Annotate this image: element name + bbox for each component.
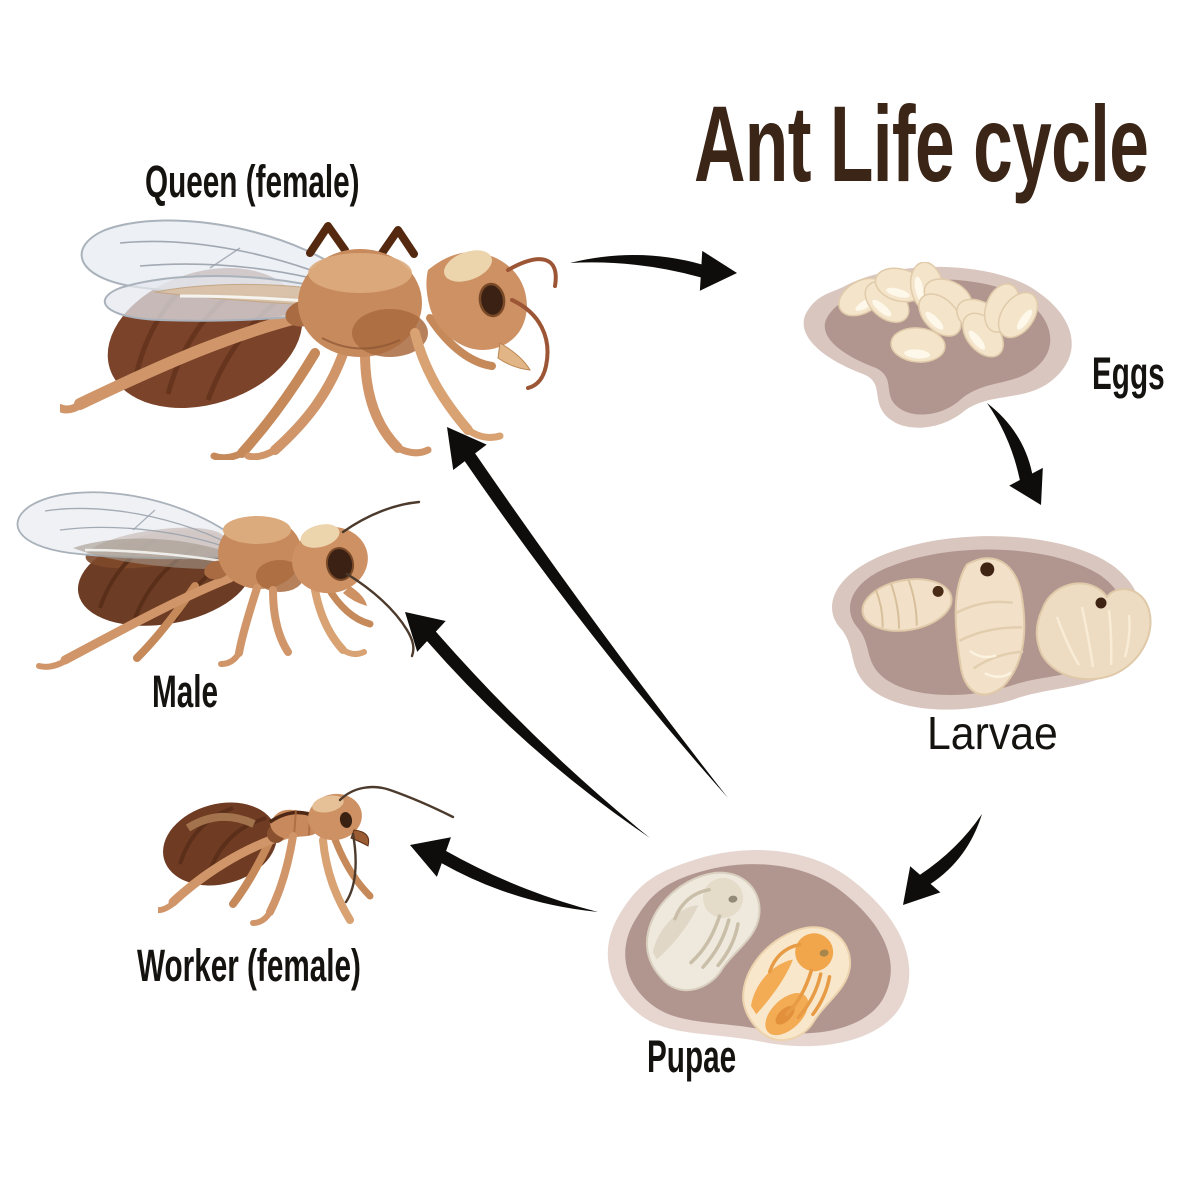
queen-antennae xyxy=(506,257,558,390)
queen-eye xyxy=(478,282,506,318)
worker-legs xyxy=(250,830,374,926)
male-hind-legs xyxy=(36,573,235,670)
pupa-orange xyxy=(742,926,851,1042)
label-queen: Queen (female) xyxy=(145,156,360,207)
queen-front-legs xyxy=(410,314,504,442)
label-pupae: Pupae xyxy=(647,1031,737,1082)
label-worker: Worker (female) xyxy=(137,940,361,991)
larva-curled xyxy=(1035,582,1152,681)
pupa-white xyxy=(646,871,761,992)
male-ant-illustration xyxy=(16,491,421,670)
eggs-illustration xyxy=(803,262,1072,428)
arrow-pupae-to-worker xyxy=(410,837,598,912)
arrow-queen-to-eggs xyxy=(570,250,737,291)
queen-ant-illustration xyxy=(60,219,558,460)
larvae-illustration xyxy=(832,536,1152,710)
label-larvae: Larvae xyxy=(927,707,1058,759)
queen-head xyxy=(426,250,531,371)
queen-wing-bases xyxy=(306,222,418,260)
label-eggs: Eggs xyxy=(1092,348,1165,399)
male-thorax xyxy=(218,516,304,592)
larva-middle xyxy=(954,557,1026,696)
egg-cluster xyxy=(838,262,1039,363)
worker-ant-illustration xyxy=(158,785,455,926)
diagram-title: Ant Life cycle xyxy=(693,83,1149,204)
worker-antennae xyxy=(338,785,455,904)
pupae-illustration xyxy=(607,850,910,1047)
queen-legs xyxy=(244,343,432,460)
label-male: Male xyxy=(152,666,219,717)
arrow-eggs-to-larvae xyxy=(987,403,1043,505)
male-antennae xyxy=(341,500,421,658)
worker-eye xyxy=(339,812,353,828)
queen-rear-legs xyxy=(210,348,320,460)
arrow-pupae-to-queen xyxy=(447,427,728,798)
larva-small xyxy=(861,578,953,632)
worker-head xyxy=(308,793,370,847)
arrow-larvae-to-pupae xyxy=(903,814,982,905)
arrow-pupae-to-male xyxy=(405,612,650,838)
male-eye xyxy=(325,547,355,581)
queen-wings xyxy=(80,219,373,322)
queen-mandible xyxy=(497,342,531,371)
male-wings xyxy=(16,491,251,570)
queen-thorax xyxy=(298,249,428,357)
